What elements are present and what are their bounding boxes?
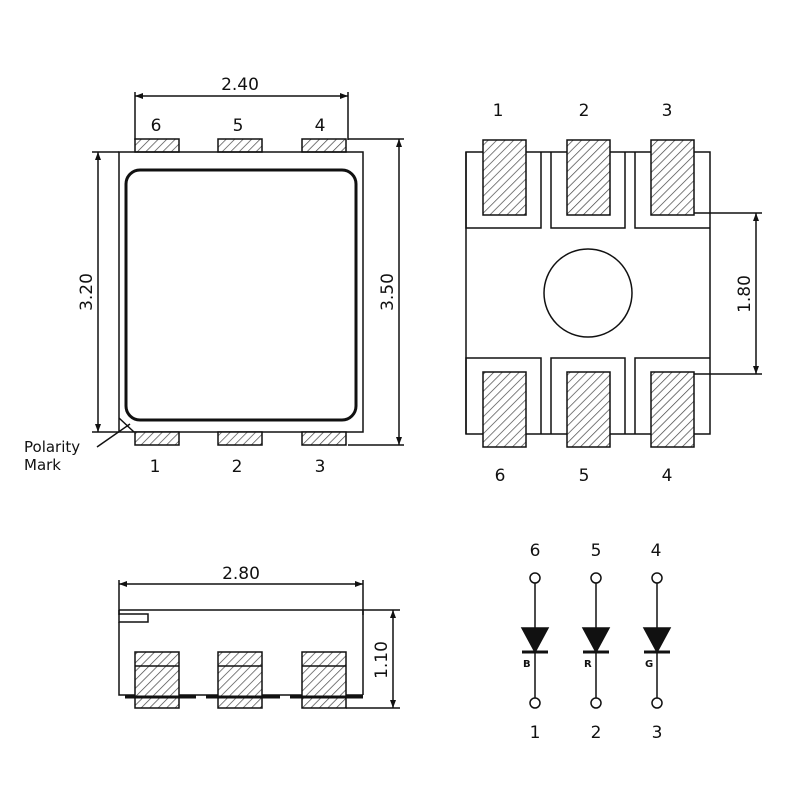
bottom-view-pad-2 [566, 139, 611, 216]
side-view-pad-3 [301, 651, 347, 709]
top-view-pad-3 [301, 431, 347, 446]
pad-well-4 [634, 357, 710, 434]
schematic-cathode-label-1: 1 [530, 723, 541, 743]
schematic-anode-label-5: 5 [591, 541, 602, 561]
schematic-anode-label-4: 4 [651, 541, 662, 561]
dimension-inner-height: 3.20 [77, 151, 119, 433]
pin-label-1-top-view: 1 [150, 457, 161, 477]
polarity-label-line-1: Polarity [24, 438, 80, 456]
diode-green: G [642, 572, 672, 709]
diode-blue: B [520, 572, 550, 709]
dimension-label-height: 1.10 [372, 641, 392, 679]
pad-well-5 [550, 357, 626, 434]
side-view: 2.80 1.10 [118, 564, 400, 709]
side-view-lip [118, 610, 149, 623]
dimension-height: 1.10 [346, 609, 400, 709]
pin-label-4-top: 4 [315, 116, 326, 136]
pin-label-1-bottom-view: 1 [493, 101, 504, 121]
pin-label-3-top-view: 3 [315, 457, 326, 477]
polarity-leader [96, 423, 131, 448]
dimension-label-inner-height: 3.20 [77, 273, 97, 311]
led-schematic: 6 5 4 B R [520, 541, 672, 743]
pin-label-5-bottom-view: 5 [579, 466, 590, 486]
bottom-view-center-circle [543, 248, 633, 338]
dimension-pad-pitch: 1.80 [694, 212, 762, 375]
top-view-pad-2 [217, 431, 263, 446]
dimension-length: 2.80 [118, 564, 364, 615]
bottom-view-pad-6 [482, 371, 527, 448]
bottom-view-pad-3 [650, 139, 695, 216]
pin-label-5-top: 5 [233, 116, 244, 136]
dimension-label-length: 2.80 [222, 564, 260, 584]
pad-well-6 [465, 357, 542, 434]
pin-label-6-top: 6 [151, 116, 162, 136]
dimension-label-outer-height: 3.50 [378, 273, 398, 311]
pin-label-6-bottom-view: 6 [495, 466, 506, 486]
diode-letter-b: B [523, 659, 531, 670]
pad-well-3 [634, 152, 710, 229]
bottom-view-pad-5 [566, 371, 611, 448]
bottom-view: 1 2 3 1.80 6 5 4 [465, 101, 762, 486]
polarity-mark [118, 417, 135, 433]
pin-label-2-bottom-view: 2 [579, 101, 590, 121]
schematic-cathode-label-3: 3 [652, 723, 663, 743]
dimension-label-pad-pitch: 1.80 [735, 275, 755, 313]
diode-red: R [581, 572, 611, 709]
top-view-pad-1 [134, 431, 180, 446]
dimension-label-width: 2.40 [221, 75, 259, 95]
schematic-cathode-label-2: 2 [591, 723, 602, 743]
dimension-width-top: 2.40 [134, 75, 349, 140]
diode-letter-g: G [645, 659, 653, 670]
top-view-lens [124, 168, 358, 422]
pad-well-1 [465, 152, 542, 229]
top-view-pad-5 [217, 138, 263, 153]
polarity-label-line-2: Mark [24, 456, 61, 474]
diode-letter-r: R [584, 659, 592, 670]
top-view-pad-4 [301, 138, 347, 153]
pin-label-4-bottom-view: 4 [662, 466, 673, 486]
pad-well-2 [550, 152, 626, 229]
bottom-view-pad-4 [650, 371, 695, 448]
top-view: 2.40 6 5 4 1 2 3 3.20 [24, 75, 404, 477]
top-view-body [118, 151, 364, 433]
schematic-anode-label-6: 6 [530, 541, 541, 561]
pin-label-3-bottom-view: 3 [662, 101, 673, 121]
side-view-pad-2 [217, 651, 263, 709]
top-view-pad-6 [134, 138, 180, 153]
side-view-body-side [118, 622, 363, 696]
bottom-view-pad-1 [482, 139, 527, 216]
side-view-pad-1 [134, 651, 180, 709]
pin-label-2-top-view: 2 [232, 457, 243, 477]
dimension-outer-height: 3.50 [348, 138, 404, 446]
